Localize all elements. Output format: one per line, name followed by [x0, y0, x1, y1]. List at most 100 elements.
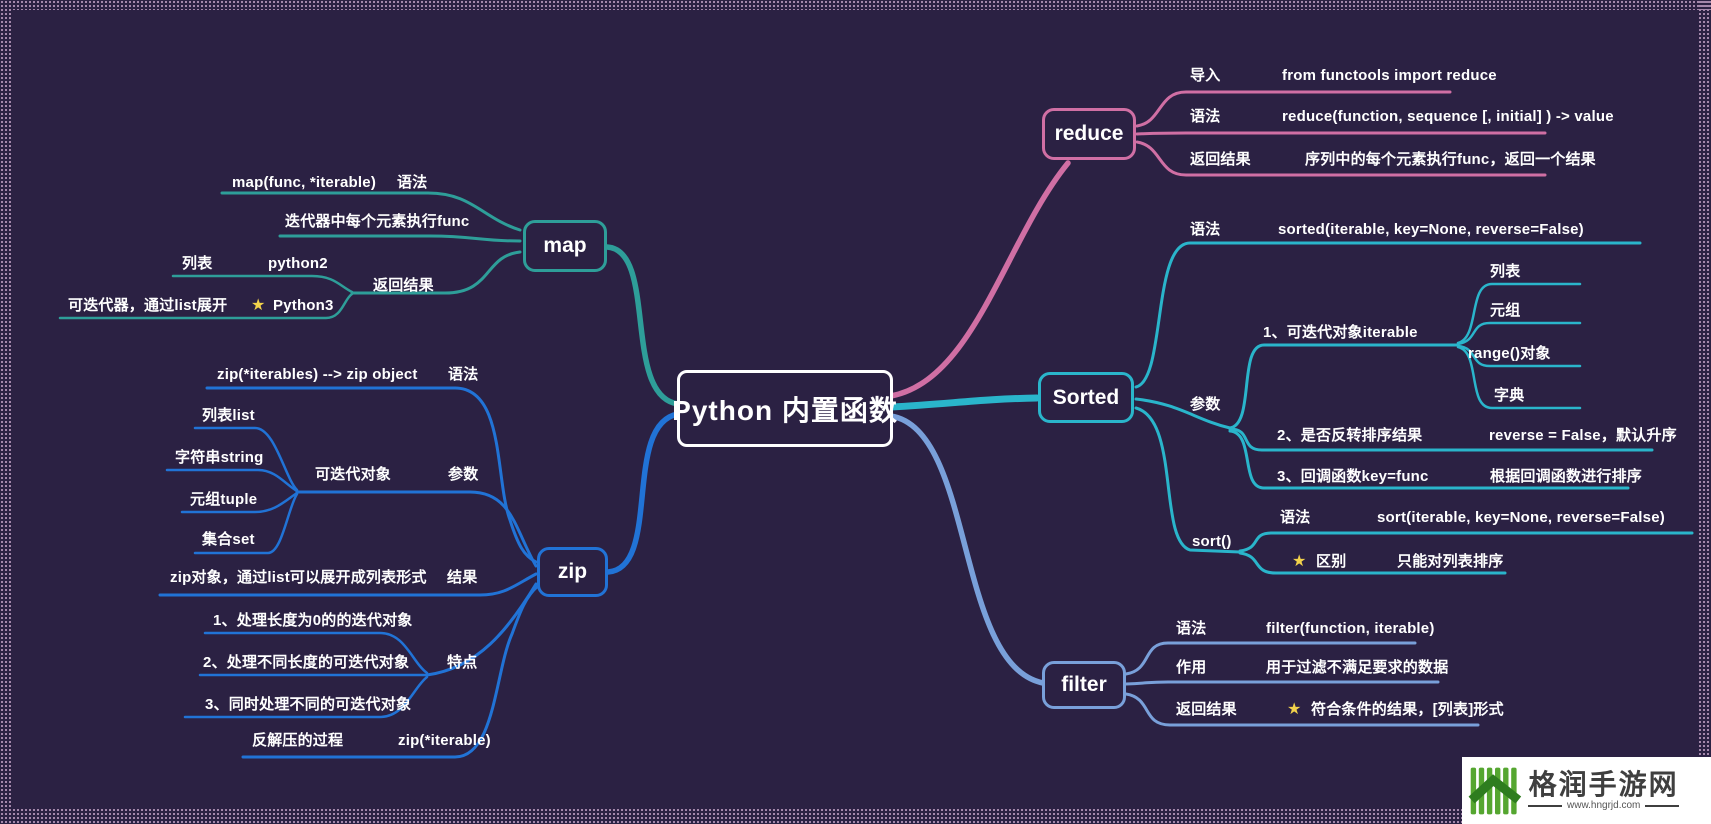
zip-param-tuple[interactable]: 元组tuple — [190, 491, 258, 508]
filter-syntax-label[interactable]: 语法 — [1176, 620, 1207, 637]
zip-feature-2[interactable]: 2、处理不同长度的可迭代对象 — [203, 654, 410, 671]
filter-result-label[interactable]: 返回结果 — [1176, 701, 1237, 718]
line-map-result — [350, 250, 522, 295]
node-map[interactable]: map — [523, 220, 607, 272]
sorted-param3[interactable]: 3、回调函数key=func — [1277, 468, 1429, 485]
line-map-syntax — [220, 191, 522, 232]
filter-action-label[interactable]: 作用 — [1176, 659, 1207, 676]
line-sorted-leaf-tuple — [1456, 321, 1582, 346]
map-result-label[interactable]: 返回结果 — [373, 277, 434, 294]
line-sorted-param3 — [1228, 429, 1630, 490]
map-desc[interactable]: 迭代器中每个元素执行func — [285, 213, 470, 230]
line-reduce-import — [1135, 90, 1452, 128]
dot-border-top — [0, 0, 1711, 10]
dot-border-left — [0, 0, 13, 824]
sorted-sort-diff-value[interactable]: 只能对列表排序 — [1397, 553, 1504, 570]
zip-param-string[interactable]: 字符串string — [175, 449, 264, 466]
reduce-result-label[interactable]: 返回结果 — [1190, 151, 1251, 168]
map-python2-label[interactable]: python2 — [268, 255, 328, 272]
node-reduce[interactable]: reduce — [1042, 108, 1136, 160]
line-filter-syntax — [1124, 641, 1417, 676]
sorted-param2-value[interactable]: reverse = False，默认升序 — [1489, 427, 1677, 444]
line-zip-feature3 — [183, 675, 429, 719]
sorted-param3-value[interactable]: 根据回调函数进行排序 — [1490, 468, 1643, 485]
line-zip-feature1 — [203, 631, 429, 675]
line-sorted-param1 — [1228, 343, 1460, 430]
branch-line-zip-main — [605, 411, 681, 575]
branch-line-reduce-main — [888, 160, 1071, 399]
line-map-python3 — [58, 292, 354, 320]
sorted-sort-diff-label[interactable]: 区别 — [1316, 553, 1347, 570]
reduce-import-value[interactable]: from functools import reduce — [1282, 67, 1497, 84]
dot-border-bottom — [0, 808, 1711, 824]
line-sorted-leaf-list — [1456, 282, 1582, 345]
branch-line-sorted-main — [887, 394, 1041, 411]
zip-feature-1[interactable]: 1、处理长度为0的的迭代对象 — [213, 612, 413, 629]
node-zip[interactable]: zip — [537, 547, 608, 597]
zip-syntax-value[interactable]: zip(*iterables) --> zip object — [217, 366, 418, 383]
watermark-text: 格润手游网 www.hngrjd.com — [1528, 768, 1679, 812]
zip-params-label[interactable]: 参数 — [448, 466, 479, 483]
line-map-python2 — [171, 274, 354, 294]
sorted-leaf-tuple[interactable]: 元组 — [1490, 302, 1521, 319]
zip-feature-3[interactable]: 3、同时处理不同的可迭代对象 — [205, 696, 412, 713]
sorted-syntax-value[interactable]: sorted(iterable, key=None, reverse=False… — [1278, 221, 1584, 238]
sorted-params-label[interactable]: 参数 — [1190, 396, 1221, 413]
sorted-sort-diff-star-icon: ★ — [1292, 553, 1307, 570]
watermark-site-url: www.hngrjd.com — [1528, 800, 1679, 812]
line-sorted-param2 — [1228, 427, 1654, 452]
reduce-syntax-value[interactable]: reduce(function, sequence [, initial] ) … — [1282, 108, 1614, 125]
sorted-sort-label[interactable]: sort() — [1192, 533, 1232, 550]
sorted-param1[interactable]: 1、可迭代对象iterable — [1263, 324, 1418, 341]
map-python3-label[interactable]: Python3 — [273, 297, 334, 314]
zip-param-set[interactable]: 集合set — [202, 531, 255, 548]
node-filter[interactable]: filter — [1042, 661, 1126, 709]
map-syntax-value[interactable]: map(func, *iterable) — [232, 174, 377, 191]
zip-params-node[interactable]: 可迭代对象 — [315, 466, 392, 483]
zip-result-label[interactable]: 结果 — [447, 569, 478, 586]
zip-param-list[interactable]: 列表list — [202, 407, 255, 424]
line-sorted-syntax — [1134, 241, 1642, 389]
sorted-leaf-dict[interactable]: 字典 — [1494, 387, 1525, 404]
map-syntax-label[interactable]: 语法 — [397, 174, 428, 191]
zip-unzip-value[interactable]: 反解压的过程 — [252, 732, 344, 749]
filter-result-value[interactable]: 符合条件的结果，[列表]形式 — [1311, 701, 1504, 718]
sorted-param2[interactable]: 2、是否反转排序结果 — [1277, 427, 1423, 444]
sorted-leaf-list[interactable]: 列表 — [1490, 263, 1521, 280]
map-python2-value[interactable]: 列表 — [182, 255, 213, 272]
map-python3-star-icon: ★ — [251, 297, 266, 314]
line-sorted-sort-stem — [1134, 406, 1242, 554]
branch-line-filter-main — [888, 413, 1046, 686]
reduce-import-label[interactable]: 导入 — [1190, 67, 1221, 84]
line-filter-action — [1124, 680, 1440, 686]
line-zip-unzip — [241, 584, 540, 759]
zip-features-label[interactable]: 特点 — [447, 654, 478, 671]
line-sorted-sort-diff — [1238, 551, 1507, 575]
reduce-result-value[interactable]: 序列中的每个元素执行func，返回一个结果 — [1305, 151, 1596, 168]
filter-action-value[interactable]: 用于过滤不满足要求的数据 — [1266, 659, 1449, 676]
line-filter-result — [1124, 692, 1480, 727]
sorted-sort-syntax-value[interactable]: sort(iterable, key=None, reverse=False) — [1377, 509, 1665, 526]
watermark: 格润手游网 www.hngrjd.com — [1462, 757, 1711, 824]
line-zip-features — [425, 582, 538, 677]
zip-unzip-label[interactable]: zip(*iterable) — [398, 732, 491, 749]
central-topic[interactable]: Python 内置函数 — [672, 370, 897, 447]
line-reduce-syntax — [1135, 131, 1547, 136]
sorted-sort-syntax-label[interactable]: 语法 — [1280, 509, 1311, 526]
filter-syntax-value[interactable]: filter(function, iterable) — [1266, 620, 1435, 637]
line-map-desc — [278, 234, 522, 243]
watermark-site-name: 格润手游网 — [1528, 768, 1679, 800]
branch-line-map-main — [604, 244, 681, 407]
sorted-leaf-range[interactable]: range()对象 — [1468, 345, 1551, 362]
line-zip-leaf-set — [193, 492, 299, 555]
sorted-syntax-label[interactable]: 语法 — [1190, 221, 1221, 238]
zip-syntax-label[interactable]: 语法 — [448, 366, 479, 383]
line-sorted-sort-syntax — [1238, 531, 1694, 553]
zip-result-value[interactable]: zip对象，通过list可以展开成列表形式 — [170, 569, 427, 586]
line-zip-leaf-string — [165, 468, 299, 493]
line-zip-params — [295, 490, 538, 568]
map-python3-value[interactable]: 可迭代器，通过list展开 — [68, 297, 228, 314]
reduce-syntax-label[interactable]: 语法 — [1190, 108, 1221, 125]
node-sorted[interactable]: Sorted — [1038, 372, 1134, 423]
